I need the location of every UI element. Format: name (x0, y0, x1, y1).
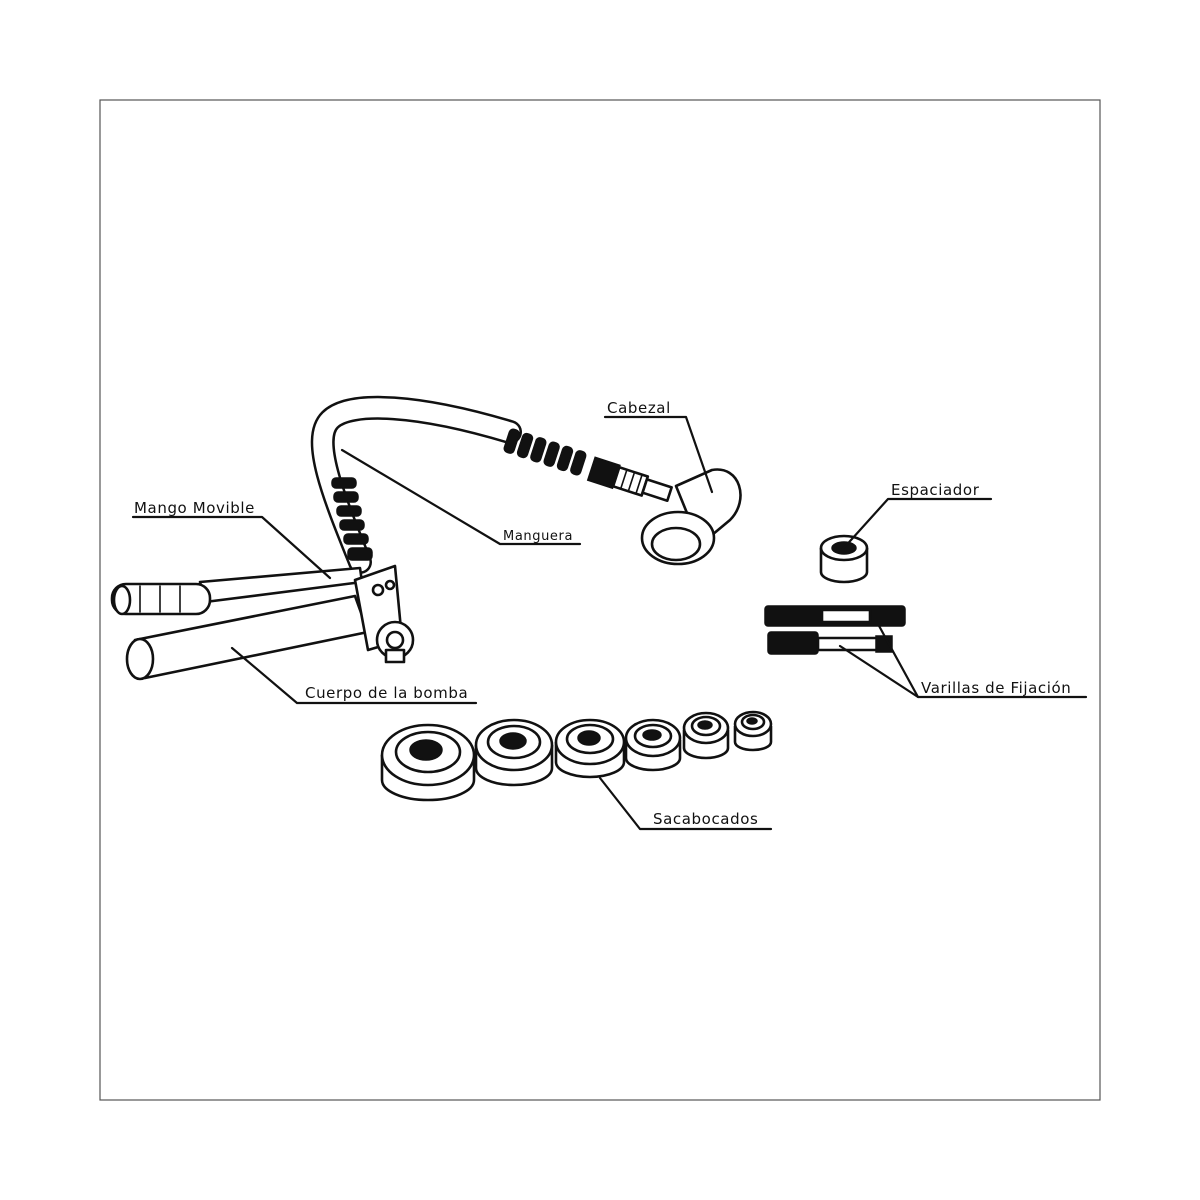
label-cuerpo-bomba: Cuerpo de la bomba (305, 684, 468, 702)
punch-2 (474, 718, 554, 787)
label-cabezal: Cabezal (607, 399, 671, 417)
cabezal-leader (603, 415, 714, 494)
punch-1 (380, 723, 476, 802)
label-mango-movible: Mango Movible (134, 499, 255, 517)
punch-3 (554, 718, 626, 779)
punch-4 (624, 718, 682, 772)
pump-drawing (110, 564, 415, 681)
espaciador-leader (840, 497, 993, 552)
rods-drawing (764, 605, 906, 655)
punch-6 (733, 710, 773, 752)
diagram-frame (99, 99, 1101, 1101)
label-manguera: Manguera (503, 529, 573, 544)
label-espaciador: Espaciador (891, 481, 980, 499)
handle-grip (110, 582, 212, 616)
mango-leader (131, 515, 332, 580)
varillas-leader-2 (838, 644, 920, 699)
hose-upper-ribs (503, 428, 587, 476)
spacer-drawing (819, 534, 869, 584)
hose-drawing (310, 395, 673, 574)
bomba-leader (230, 646, 478, 705)
head-drawing (640, 468, 742, 566)
hose-coupler (586, 456, 673, 503)
punches-drawing (380, 710, 773, 802)
punch-5 (682, 711, 730, 760)
release-valve (375, 620, 415, 664)
label-varillas: Varillas de Fijación (921, 679, 1071, 697)
sacabocados-leader (598, 776, 773, 831)
hose-lower-ribs (331, 477, 373, 561)
label-sacabocados: Sacabocados (653, 810, 758, 828)
leader-lines (131, 415, 1088, 831)
manguera-leader (340, 448, 582, 546)
